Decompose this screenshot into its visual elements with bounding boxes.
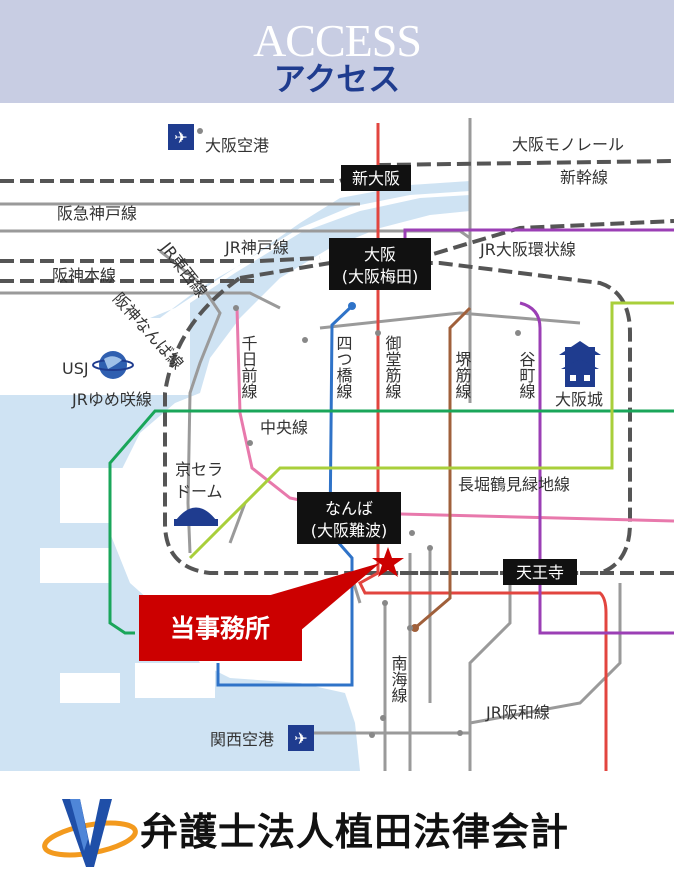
- sakaisuji-line: [414, 306, 472, 630]
- label-yotsubashi: 四つ橋線: [334, 335, 353, 399]
- label-monorail: 大阪モノレール: [512, 135, 624, 154]
- svg-text:✈: ✈: [174, 128, 187, 147]
- label-jr-tozai: JR東西線: [156, 238, 211, 301]
- label-osaka-1: 大阪: [364, 245, 396, 264]
- label-sakaisuji: 堺筋線: [453, 351, 472, 399]
- header-banner: ACCESS アクセス: [0, 0, 674, 103]
- label-jr-yumesaki: JRゆめ咲線: [71, 390, 152, 409]
- sennichimae-line: [235, 307, 674, 523]
- port-island: [60, 468, 150, 523]
- kansai-airport-icon: ✈: [288, 725, 314, 751]
- footer: 弁護士法人植田法律会計: [0, 771, 674, 884]
- station-dots: [197, 128, 521, 738]
- station-osaka: 大阪 (大阪梅田): [329, 238, 431, 290]
- bay-island-4: [60, 673, 120, 703]
- station-tennoji: 天王寺: [503, 559, 577, 585]
- bay-island-2: [40, 548, 110, 583]
- label-jr-hanwa: JR阪和線: [485, 703, 550, 722]
- label-nagahori: 長堀鶴見緑地線: [458, 475, 570, 494]
- label-shinkansen: 新幹線: [560, 168, 608, 187]
- access-title-ja: アクセス: [273, 60, 401, 98]
- label-kansai-airport: 関西空港: [210, 730, 274, 749]
- label-tennoji: 天王寺: [516, 563, 564, 582]
- station-shin-osaka: 新大阪: [341, 165, 411, 191]
- callout-text: 当事務所: [170, 614, 270, 643]
- label-usj: USJ: [62, 359, 89, 378]
- label-tanimachi: 谷町線: [517, 351, 536, 399]
- gray-rail-lines: [0, 118, 622, 771]
- office-callout: 当事務所: [139, 595, 302, 661]
- yotsubashi-terminal: [348, 302, 356, 310]
- access-title-en: ACCESS: [253, 15, 422, 66]
- firm-logo-icon: [42, 799, 138, 867]
- label-hankyu-kobe: 阪急神戸線: [57, 204, 137, 223]
- label-osaka-airport: 大阪空港: [205, 136, 269, 155]
- label-kyocera-2: ドーム: [175, 482, 223, 501]
- usj-globe-icon: [92, 351, 134, 379]
- label-jr-kobe: JR神戸線: [224, 238, 289, 257]
- label-namba-2: (大阪難波): [311, 521, 388, 540]
- chuo-line: [108, 409, 674, 635]
- sakaisuji-terminal: [411, 624, 419, 632]
- label-osaka-2: (大阪梅田): [342, 267, 419, 286]
- label-hanshin-main: 阪神本線: [52, 266, 116, 285]
- bay-island-3: [135, 663, 215, 698]
- nagahori-line: [188, 301, 674, 560]
- label-jr-loop: JR大阪環状線: [479, 240, 576, 259]
- label-osaka-castle: 大阪城: [555, 390, 603, 409]
- label-shin-osaka: 新大阪: [352, 169, 400, 188]
- label-chuo: 中央線: [260, 418, 308, 437]
- label-kyocera-1: 京セラ: [175, 460, 223, 479]
- route-map: ✈ 大阪空港 ✈ 関西空港 大阪モノレール 新幹線 阪急神戸線 JR神戸線 JR…: [0, 103, 674, 771]
- label-nankai: 南海線: [389, 655, 408, 703]
- midosuji-line: [358, 123, 608, 771]
- jr-osaka-loop-line: [163, 261, 632, 575]
- osaka-castle-icon: [559, 341, 601, 387]
- label-sennichimae: 千日前線: [239, 335, 258, 399]
- label-namba-1: なんば: [325, 499, 373, 518]
- station-namba: なんば (大阪難波): [297, 492, 401, 544]
- osaka-airport-icon: ✈: [168, 124, 194, 150]
- svg-text:✈: ✈: [294, 729, 307, 748]
- yotsubashi-line: [216, 304, 354, 687]
- kyocera-dome-icon: [174, 507, 218, 526]
- firm-name: 弁護士法人植田法律会計: [140, 809, 570, 854]
- office-star-icon: [372, 547, 404, 577]
- label-midosuji: 御堂筋線: [383, 335, 402, 399]
